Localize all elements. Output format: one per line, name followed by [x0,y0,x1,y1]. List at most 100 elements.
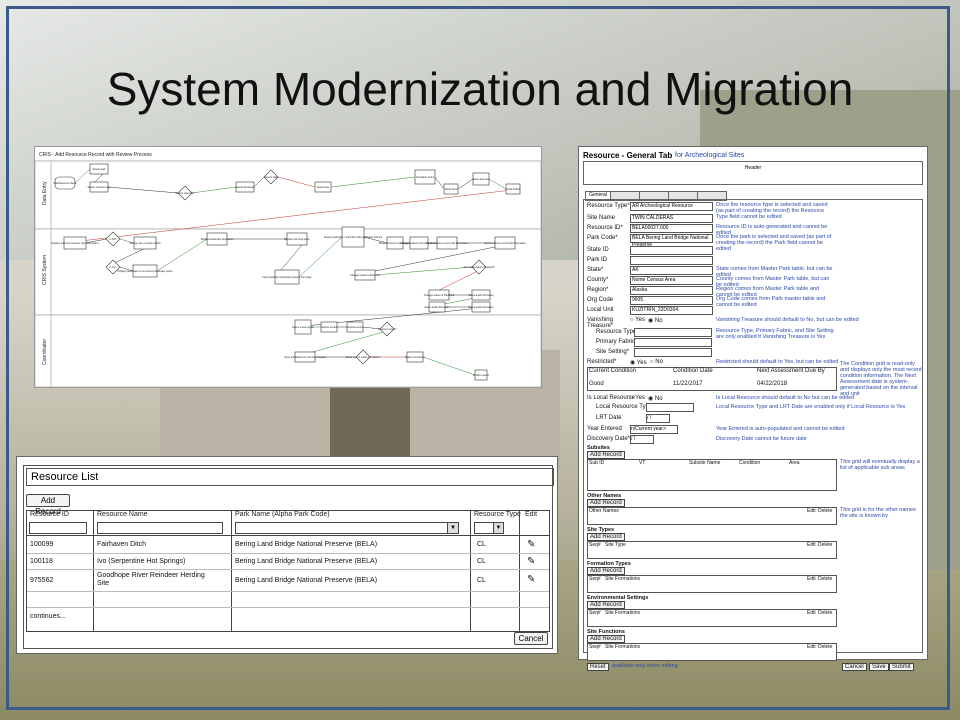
grid-column-header: Seq# [589,610,601,616]
add-record-button[interactable]: Add Record [587,635,625,643]
reset-button[interactable]: Reset [587,663,609,671]
flow-node-label: Saves resource record with New status [484,242,526,245]
add-record-button[interactable]: Add Record [587,451,625,459]
section-grid [587,459,837,491]
local-resource-type-label: Local Resource Type [596,404,653,410]
tab[interactable] [697,191,727,201]
add-record-button[interactable]: Add Record [587,499,625,507]
resource-id-filter-input[interactable] [29,522,87,534]
grid-column-header: Delete [818,644,833,650]
field-input[interactable]: KUZITRIN_22D0304 [630,306,713,315]
section-title: Site Functions [587,629,625,635]
grid-column-header: Site Type [605,542,626,548]
column-header-resource-type: Resource Type [474,511,521,518]
resource-name-filter-input[interactable] [97,522,223,534]
field-select[interactable] [634,338,712,347]
flow-node-label: Displays site drop-down [284,238,310,241]
edit-icon[interactable]: ✎ [527,539,536,550]
add-record-button[interactable]: Add Record [26,494,70,516]
field-input[interactable]: Alaska [630,286,713,295]
field-select[interactable] [634,328,712,337]
flow-node-label: Is CL? [110,266,118,269]
grid-column-header: Delete [818,542,833,548]
add-record-button[interactable]: Add Record [587,533,625,541]
lrt-date-label: LRT Date [596,415,622,421]
add-record-button[interactable]: Add Record [587,601,625,609]
edit-icon[interactable]: ✎ [527,574,536,585]
flow-node [355,349,371,365]
field-input[interactable]: Nome Census Area [630,276,713,285]
flow-node-label: Types justification for returning change… [284,356,327,359]
field-input[interactable] [630,246,713,255]
field-select[interactable] [634,348,712,357]
restricted-label: Restricted* [587,359,617,365]
grid-column-header: Seq# [589,542,601,548]
field-label: State ID [587,247,609,253]
field-input[interactable]: BELA00027.000 [630,224,713,233]
flow-node-label: Places record in review queue [379,242,412,245]
cancel-button[interactable]: Cancel [514,632,548,645]
year-entered-input[interactable]: n/Current year> [630,425,678,434]
field-input[interactable]: TWIN CALDERAS [630,214,713,223]
field-input[interactable] [630,256,713,265]
flow-connector [363,236,388,244]
local-resource-type-select[interactable] [646,403,694,412]
park-name-cell: Bering Land Bridge National Preserve (BE… [235,558,378,565]
grid-column-header: Subsite Name [689,460,721,466]
cancel-button[interactable]: Cancel [842,663,867,671]
flow-node-label: Finalize record [473,374,489,377]
flow-node [346,321,364,333]
radio-no[interactable]: ◉ No [648,318,663,324]
flow-node [89,163,109,175]
edit-icon[interactable]: ✎ [527,556,536,567]
flow-node-label: Completes forms [416,176,435,179]
flow-node [471,301,491,313]
condition-value: Good [589,381,604,387]
flow-node [409,236,429,250]
radio-no[interactable]: ○ No [650,359,663,365]
section-grid [587,643,837,661]
condition-value: 04/22/2018 [757,381,788,387]
chevron-down-icon: ▼ [447,523,458,533]
flow-node [132,264,158,278]
resource-list-window: Resource List Add Record Resource ID Res… [23,465,554,649]
field-note: Resource ID is auto-generated and cannot… [716,224,828,236]
flow-node-label: Approves record? [378,328,398,331]
park-name-filter-select[interactable]: ▼ [235,522,459,534]
section-grid [587,541,837,559]
radio-yes[interactable]: ○ Yes [630,317,645,323]
field-input[interactable]: AK [630,266,713,275]
flow-connector [107,186,179,194]
grid-column-header: Seq# [589,576,601,582]
field-input[interactable]: 9605 [630,296,713,305]
flow-connector [119,238,135,244]
field-input[interactable]: AR Archeological Resource [630,202,713,211]
radio-yes[interactable]: ○ Yes [630,395,645,401]
radio-no[interactable]: ◉ No [648,396,663,402]
resource-type-cell: CL [477,577,486,584]
flow-node [505,183,521,195]
resource-general-tab-panel: Resource - General Tab for Archeological… [578,146,928,671]
section-note: This grid will eventually display a list… [840,459,920,471]
flow-node-label: Saves resource record with New status [426,242,468,245]
radio-yes[interactable]: ◉ Yes [630,360,647,366]
reset-note: available only when editing [612,663,678,669]
add-record-button[interactable]: Add Record [587,567,625,575]
resource-name-cell: Goodhope River Reindeer Herding Site [97,572,205,587]
save-button[interactable]: Save [869,663,889,671]
resource-id-cell: 100099 [30,541,54,548]
grid-column-header: Edit [807,610,816,616]
field-input[interactable]: BELA Bering Land Bridge National Preserv… [630,234,713,248]
flow-node-label: Saves audit information [425,306,451,309]
section-grid [587,507,837,525]
field-note: Is Local Resource should default to No b… [716,395,855,401]
flow-node-label: Saves audit information [469,294,495,297]
resource-type-filter-select[interactable]: ▼ [474,522,504,534]
lrt-date-input[interactable]: / / [646,414,670,423]
flow-node [89,181,109,193]
submit-button[interactable]: Submit [889,663,914,671]
local-resource-label: Is Local Resource [587,395,636,401]
field-label: Resource Type* [587,203,630,209]
column-header-park-name: Park Name (Alpha Park Code) [235,511,330,518]
discovery-date-input[interactable]: / / [630,435,654,444]
